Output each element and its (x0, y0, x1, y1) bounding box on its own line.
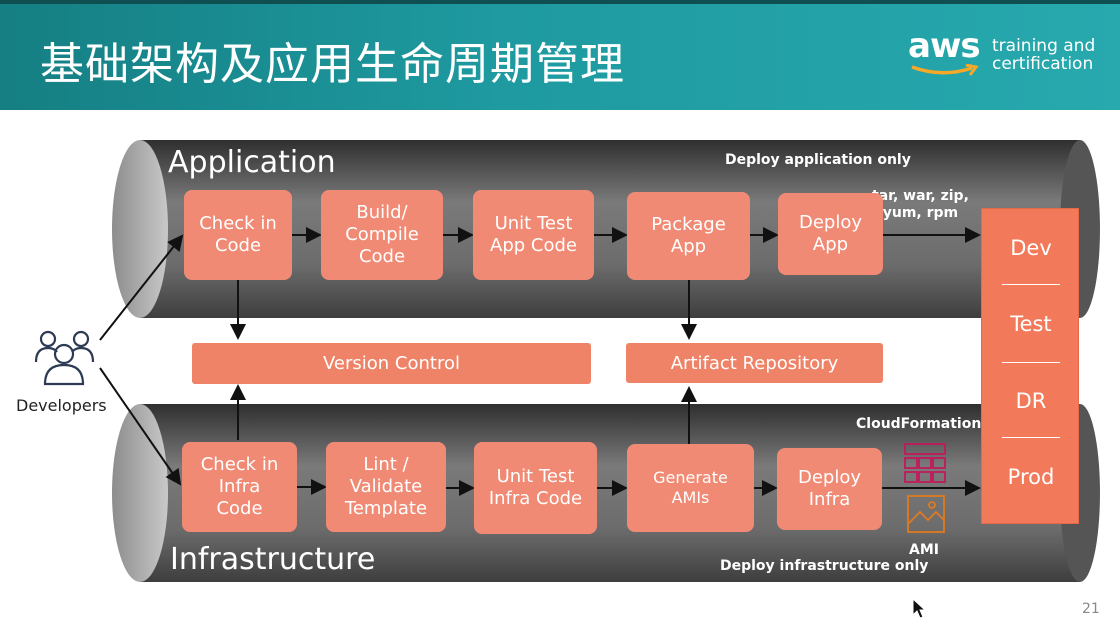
environment-divider (1002, 437, 1060, 438)
step-deploy-app: Deploy App (778, 193, 883, 275)
step-check-in-infra-code: Check in Infra Code (182, 442, 297, 532)
step-generate-amis: Generate AMIs (627, 444, 754, 532)
version-control-bar: Version Control (192, 343, 591, 384)
environment-dr: DR (1015, 389, 1047, 413)
environments-panel: Dev Test DR Prod (981, 208, 1079, 524)
ami-icon (907, 495, 945, 533)
environment-prod: Prod (1007, 465, 1055, 489)
mouse-cursor-icon (912, 598, 927, 619)
application-lane-title: Application (168, 145, 336, 180)
page-number: 21 (1082, 601, 1100, 617)
step-unit-test-infra-code: Unit Test Infra Code (474, 442, 597, 534)
step-check-in-code: Check in Code (184, 190, 292, 280)
aws-logo: aws training and certification (908, 26, 1098, 80)
logo-tagline-line1: training and (992, 36, 1096, 56)
artifact-types-label: tar, war, zip, yum, rpm (872, 188, 969, 221)
infrastructure-deploy-note: Deploy infrastructure only (720, 558, 929, 574)
developers-icon (34, 330, 95, 386)
aws-wordmark: aws (908, 26, 981, 66)
step-build-compile-code: Build/ Compile Code (321, 190, 443, 280)
step-unit-test-app-code: Unit Test App Code (473, 190, 594, 280)
developers-label: Developers (16, 396, 107, 415)
application-deploy-note: Deploy application only (725, 152, 911, 168)
environment-test: Test (1010, 312, 1052, 336)
cloudformation-label: CloudFormation (856, 416, 982, 432)
aws-smile-icon (911, 64, 979, 76)
header-banner: 基础架构及应用生命周期管理 aws training and certifica… (0, 0, 1120, 110)
environment-divider (1002, 362, 1060, 363)
logo-tagline-line2: certification (992, 54, 1094, 74)
page-title: 基础架构及应用生命周期管理 (40, 39, 625, 90)
ami-label: AMI (909, 542, 939, 558)
environment-dev: Dev (1010, 236, 1052, 260)
infrastructure-lane-title: Infrastructure (170, 542, 376, 577)
environment-divider (1002, 284, 1060, 285)
step-deploy-infra: Deploy Infra (777, 448, 882, 530)
application-tube (112, 140, 1100, 318)
step-package-app: Package App (627, 192, 750, 280)
step-lint-validate-template: Lint / Validate Template (326, 442, 446, 532)
artifact-repository-bar: Artifact Repository (626, 343, 883, 383)
cloudformation-icon (904, 443, 946, 483)
